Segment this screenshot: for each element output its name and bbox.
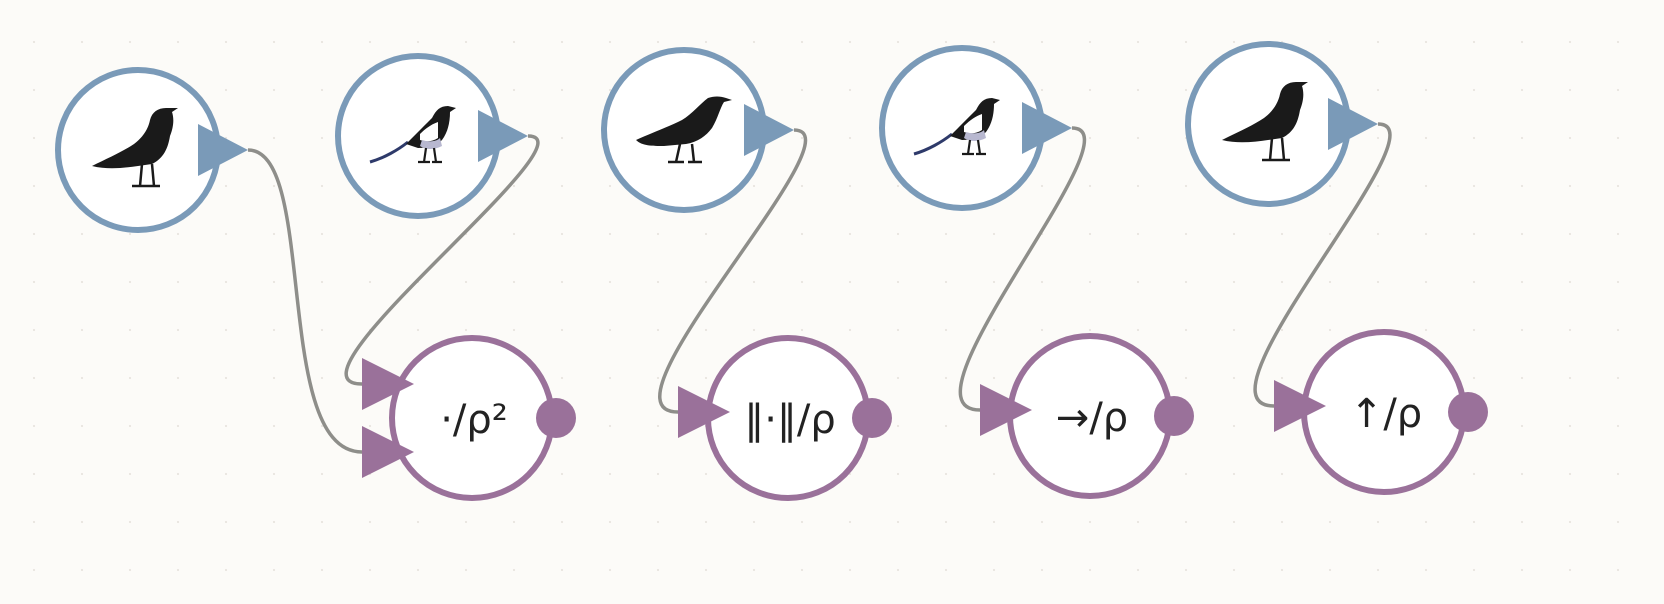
output-port-dot[interactable] — [852, 398, 892, 438]
source-node[interactable] — [879, 45, 1072, 211]
source-node[interactable] — [601, 47, 794, 213]
output-port-dot[interactable] — [536, 398, 576, 438]
input-port-arrow-icon[interactable] — [362, 426, 414, 478]
operator-label: ↑/ρ — [1350, 391, 1422, 437]
output-port-arrow-icon[interactable] — [1328, 98, 1378, 150]
operator-label: ‖·‖/ρ — [744, 397, 836, 443]
output-port-arrow-icon[interactable] — [744, 104, 794, 156]
operator-node[interactable]: →/ρ — [980, 333, 1194, 499]
input-port-arrow-icon[interactable] — [1274, 380, 1326, 432]
source-node[interactable] — [335, 53, 528, 219]
input-port-arrow-icon[interactable] — [980, 384, 1032, 436]
source-node[interactable] — [55, 67, 248, 233]
connection-wire[interactable] — [344, 134, 540, 386]
input-port-arrow-icon[interactable] — [362, 358, 414, 410]
output-port-dot[interactable] — [1154, 396, 1194, 436]
operator-node[interactable]: ↑/ρ — [1274, 329, 1488, 495]
operator-node[interactable]: ‖·‖/ρ — [678, 335, 892, 501]
operator-label: →/ρ — [1056, 395, 1128, 441]
operator-label: ·/ρ² — [440, 397, 508, 443]
connection-wire[interactable] — [1253, 122, 1392, 408]
connection-wire[interactable] — [658, 128, 808, 414]
output-port-arrow-icon[interactable] — [198, 124, 248, 176]
connection-wire[interactable] — [958, 126, 1087, 412]
source-node[interactable] — [1185, 41, 1378, 207]
operator-node[interactable]: ·/ρ² — [362, 335, 576, 501]
output-port-dot[interactable] — [1448, 392, 1488, 432]
input-port-arrow-icon[interactable] — [678, 386, 730, 438]
connection-wire[interactable] — [247, 148, 363, 454]
output-port-arrow-icon[interactable] — [478, 110, 528, 162]
output-port-arrow-icon[interactable] — [1022, 102, 1072, 154]
